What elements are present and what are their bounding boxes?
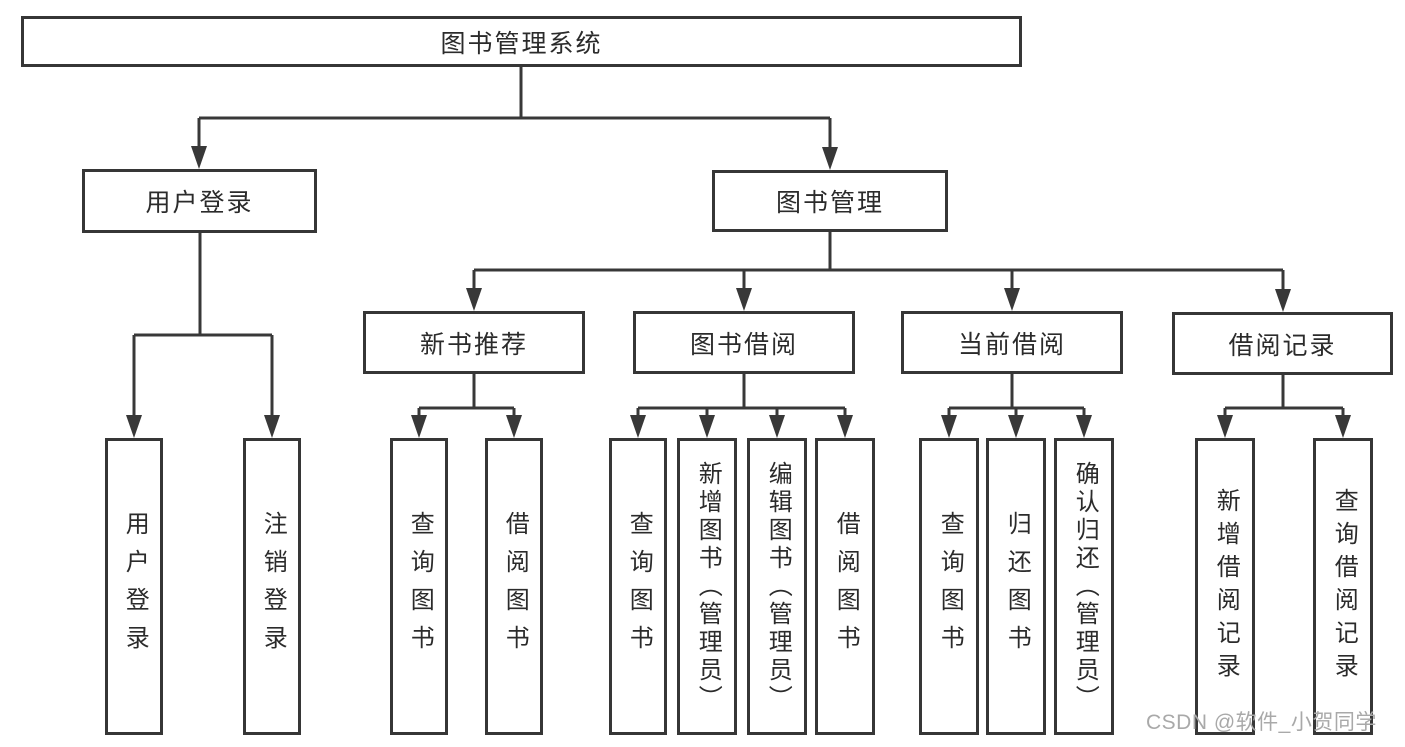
node-borrowing-borrow-books: 借阅图书 [815, 438, 875, 735]
node-library-system-label: 图书管理系统 [440, 29, 603, 58]
connector-user-login [132, 233, 274, 422]
node-user-login-action: 用户登录 [105, 438, 163, 735]
watermark: CSDN @软件_小贺同学 [1146, 711, 1377, 734]
node-add-book-admin-label: 新增图书（管理员） [694, 460, 722, 713]
node-newbook-borrow-books-label: 借阅图书 [501, 510, 529, 663]
node-book-borrowing-label: 图书借阅 [689, 330, 798, 359]
arrowheads [126, 146, 1351, 438]
arrow-down [769, 415, 785, 438]
node-book-management: 图书管理 [712, 170, 948, 232]
arrow-down [1275, 289, 1291, 312]
connector-current-borrowing [947, 374, 1086, 422]
node-query-borrow-record-label: 查询借阅记录 [1330, 487, 1358, 686]
arrow-down [1217, 415, 1233, 438]
connector-new-book [417, 374, 516, 422]
connector-book-management [472, 232, 1285, 296]
connector-book-borrowing [636, 374, 847, 422]
node-newbook-query-books-label: 查询图书 [406, 510, 434, 663]
arrow-down [630, 415, 646, 438]
node-return-book-label: 归还图书 [1003, 510, 1031, 663]
node-borrowing-query-books: 查询图书 [609, 438, 667, 735]
node-newbook-query-books: 查询图书 [390, 438, 448, 735]
connector-root [197, 67, 832, 154]
node-borrowing-records-label: 借阅记录 [1228, 331, 1337, 360]
node-current-borrowing-label: 当前借阅 [957, 330, 1066, 359]
arrow-down [1335, 415, 1351, 438]
node-borrowing-records: 借阅记录 [1172, 312, 1393, 375]
node-current-query-books: 查询图书 [919, 438, 979, 735]
arrow-down [736, 288, 752, 311]
connector-borrowing-records [1223, 375, 1345, 422]
arrow-down [941, 415, 957, 438]
arrow-down [191, 146, 207, 169]
node-user-login: 用户登录 [82, 169, 317, 233]
node-logout: 注销登录 [243, 438, 301, 735]
node-user-login-action-label: 用户登录 [121, 510, 149, 663]
node-current-borrowing: 当前借阅 [901, 311, 1123, 374]
arrow-down [264, 415, 280, 438]
node-logout-label: 注销登录 [259, 510, 287, 663]
node-query-borrow-record: 查询借阅记录 [1313, 438, 1373, 735]
arrow-down [1004, 288, 1020, 311]
node-borrowing-borrow-books-label: 借阅图书 [832, 510, 860, 663]
node-current-query-books-label: 查询图书 [936, 510, 964, 663]
arrow-down [837, 415, 853, 438]
node-new-book-recommend: 新书推荐 [363, 311, 585, 374]
arrow-down [1076, 415, 1092, 438]
node-user-login-label: 用户登录 [145, 189, 254, 217]
arrow-down [466, 288, 482, 311]
node-borrowing-query-books-label: 查询图书 [625, 510, 653, 663]
node-newbook-borrow-books: 借阅图书 [485, 438, 543, 735]
node-library-system: 图书管理系统 [21, 16, 1022, 67]
node-edit-book-admin-label: 编辑图书（管理员） [764, 460, 792, 713]
node-book-borrowing: 图书借阅 [633, 311, 855, 374]
node-edit-book-admin: 编辑图书（管理员） [747, 438, 807, 735]
node-return-book: 归还图书 [986, 438, 1046, 735]
arrow-down [506, 415, 522, 438]
node-book-management-label: 图书管理 [775, 189, 884, 217]
node-add-borrow-record: 新增借阅记录 [1195, 438, 1255, 735]
node-add-borrow-record-label: 新增借阅记录 [1212, 487, 1240, 686]
node-confirm-return-admin: 确认归还（管理员） [1054, 438, 1114, 735]
arrow-down [126, 415, 142, 438]
node-add-book-admin: 新增图书（管理员） [677, 438, 737, 735]
arrow-down [411, 415, 427, 438]
arrow-down [699, 415, 715, 438]
node-new-book-recommend-label: 新书推荐 [419, 330, 528, 359]
arrow-down [822, 147, 838, 170]
node-confirm-return-admin-label: 确认归还（管理员） [1071, 460, 1099, 713]
arrow-down [1008, 415, 1024, 438]
